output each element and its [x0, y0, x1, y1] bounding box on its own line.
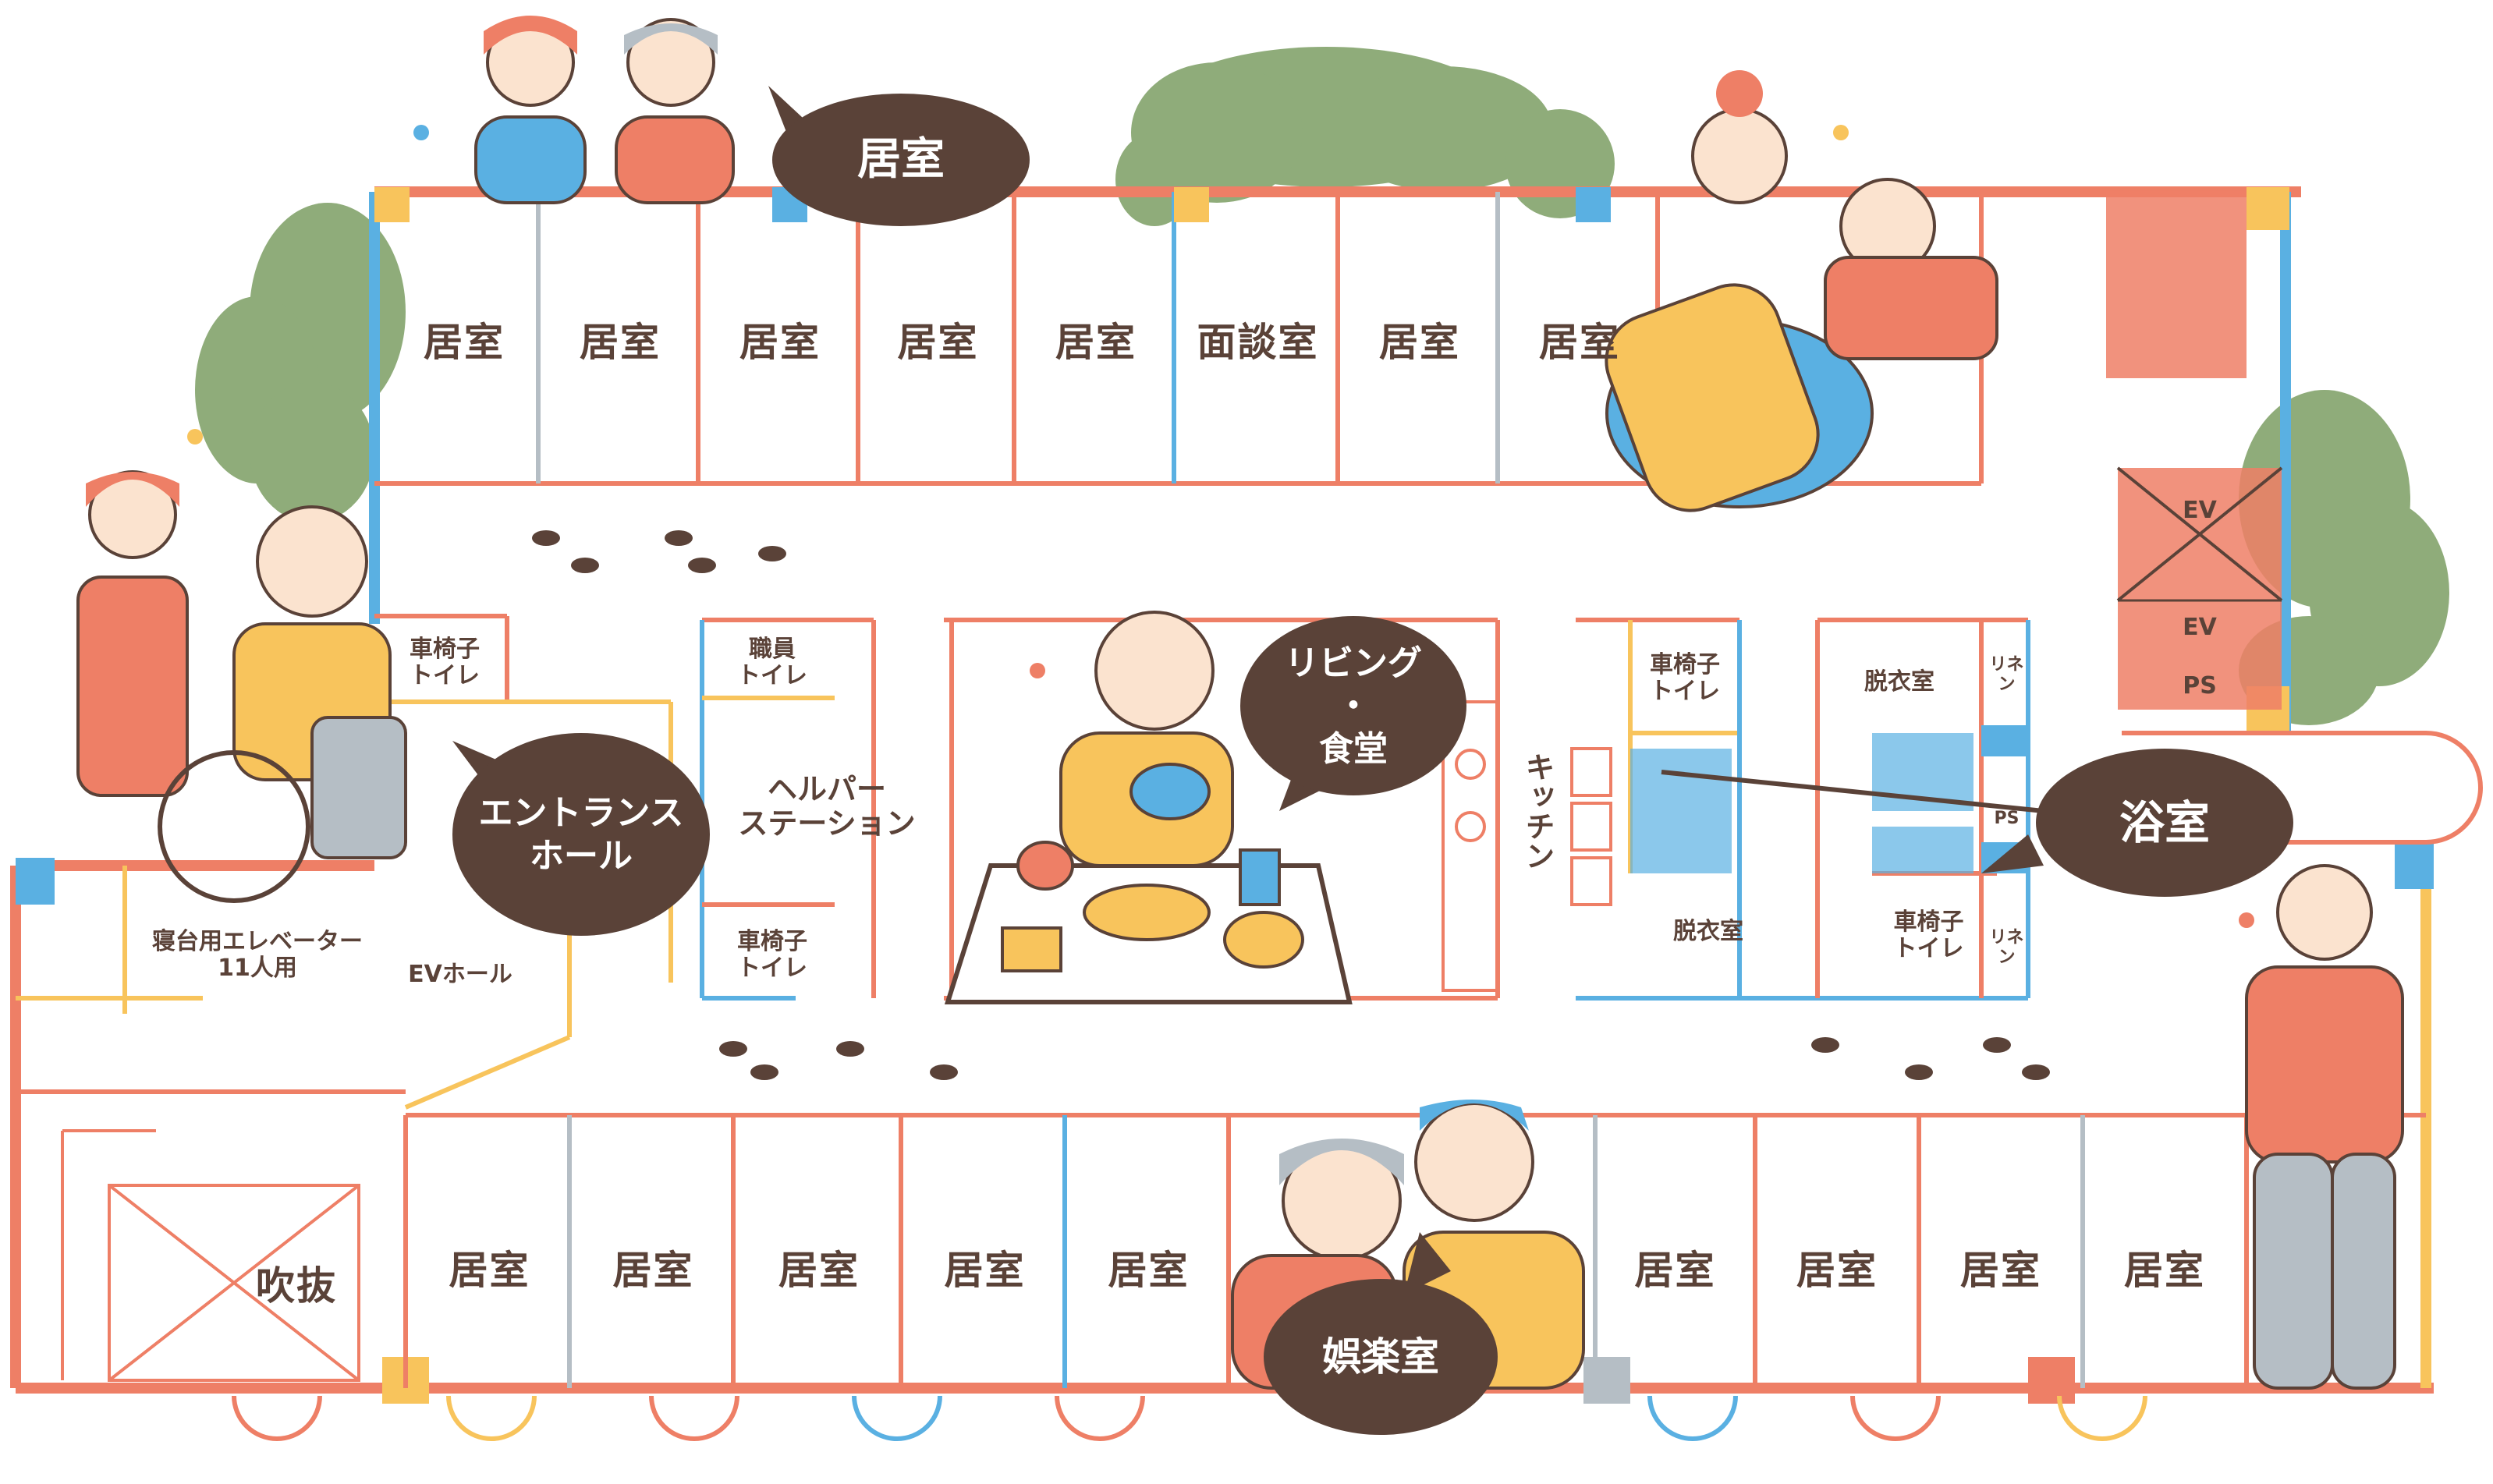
linen-label: リネン	[1989, 927, 2024, 967]
interview-room-label: 面談室	[1197, 320, 1319, 366]
room-label: 居室	[897, 320, 979, 366]
room-label: 居室	[449, 1248, 530, 1294]
recreation-room-bubble: 娯楽室	[1264, 1279, 1498, 1435]
wheelchair-toilet-label: 車椅子 トイレ	[737, 927, 807, 982]
entrance-hall-bubble: エントランス ホール	[452, 733, 710, 936]
living-room-bubble: 居室	[772, 94, 1030, 226]
column-blocks	[16, 187, 2434, 1404]
room-label: 居室	[1055, 320, 1137, 366]
walking-elder-figure	[2245, 864, 2404, 1390]
caregiver-with-wheelchair-figure	[76, 470, 407, 903]
resident-eating-figure	[1059, 611, 1234, 867]
bed-elevator-label: 寝台用エレベーター 11人用	[152, 927, 363, 982]
helper-station-label: ヘルパー ステーション	[738, 772, 916, 841]
wheelchair-toilet-label: 車椅子 トイレ	[1893, 908, 1964, 962]
room-label: 居室	[1796, 1248, 1878, 1294]
dressing-room-label: 脱衣室	[1864, 668, 1934, 696]
room-label: 居室	[1539, 320, 1620, 366]
atrium-stairs	[61, 1129, 360, 1382]
kitchen-counter	[1442, 700, 1612, 992]
room-label: 居室	[1379, 320, 1460, 366]
room-label: 居室	[612, 1248, 694, 1294]
tree-icon	[1115, 47, 1615, 226]
living-dining-bubble: リビング ・ 食堂	[1240, 616, 1466, 795]
atrium-label: 吹抜	[256, 1263, 337, 1309]
room-label: 居室	[1960, 1248, 2041, 1294]
elevator-icon	[2116, 466, 2283, 710]
ev-label: EV	[2183, 613, 2217, 641]
dining-table	[944, 841, 1353, 1004]
bath-bubble: 浴室	[2036, 749, 2293, 897]
footprints-icon	[532, 530, 2050, 1080]
linen-label: リネン	[1989, 654, 2024, 694]
dressing-room-label: 脱衣室	[1673, 917, 1743, 945]
room-label: 居室	[1108, 1248, 1190, 1294]
room-label: 居室	[424, 320, 505, 366]
ev-hall-label: EVホール	[408, 960, 512, 988]
room-label: 居室	[1634, 1248, 1716, 1294]
tree-icon	[195, 203, 406, 522]
wheelchair-toilet-label: 車椅子 トイレ	[1650, 650, 1720, 705]
room-label: 居室	[739, 320, 821, 366]
bottom-room-walls	[403, 1115, 2249, 1388]
kitchen-label: キッチン	[1520, 752, 1555, 870]
room-label: 居室	[778, 1248, 860, 1294]
ps-label: PS	[2183, 671, 2217, 699]
room-label: 居室	[944, 1248, 1026, 1294]
caregiver-bed-figure	[1605, 70, 1998, 512]
ev-label: EV	[2183, 496, 2217, 524]
staff-toilet-label: 職員 トイレ	[737, 635, 807, 689]
balcony-arcs	[232, 731, 2483, 1441]
room-label: 居室	[2124, 1248, 2205, 1294]
room-label: 居室	[580, 320, 661, 366]
wheelchair-toilet-label: 車椅子 トイレ	[410, 635, 480, 689]
elderly-couple-figure	[474, 16, 735, 204]
ps-label: PS	[1994, 809, 2020, 829]
